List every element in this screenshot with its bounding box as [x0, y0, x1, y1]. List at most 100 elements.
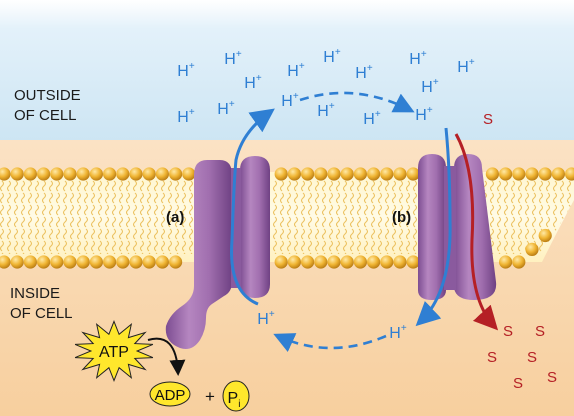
phospholipid-head [129, 255, 143, 269]
proton-ion-label: H+ [177, 61, 195, 80]
proton-ion-label: H+ [224, 49, 242, 68]
proton-ion-label: H+ [415, 105, 433, 124]
proton-symbol: H [244, 75, 256, 92]
phospholipid-head [301, 167, 315, 181]
phospholipid-head [182, 167, 196, 181]
proton-symbol: H [281, 93, 293, 110]
proton-ion-label: H+ [355, 63, 373, 82]
proton-ion-label: H+ [421, 77, 439, 96]
proton-charge: + [236, 49, 242, 60]
proton-symbol: H [363, 111, 375, 128]
symporter-proton-influx-arrow [415, 127, 452, 327]
proton-charge: + [329, 101, 335, 112]
solute-label: S [513, 375, 523, 392]
phospholipid-head [155, 167, 169, 181]
proton-symbol: H [323, 49, 335, 66]
symporter-b [418, 154, 497, 300]
proton-ion-label: H+ [287, 61, 305, 80]
adp-label: ADP [155, 387, 186, 404]
plus-sign: + [205, 387, 215, 406]
phosphate-subscript: i [238, 399, 240, 410]
phospholipid-head [340, 167, 354, 181]
phospholipid-head [525, 167, 539, 181]
phosphate-label: Pi [228, 390, 241, 410]
phospholipid-head [274, 167, 288, 181]
phospholipid-head [367, 255, 381, 269]
proton-charge: + [375, 109, 381, 120]
phospholipid-head [169, 167, 183, 181]
proton-ion-label: H+ [257, 309, 275, 328]
solute-label: S [547, 369, 557, 386]
proton-charge: + [269, 309, 275, 320]
solute-label: S [503, 323, 513, 340]
proton-symbol: H [389, 325, 401, 342]
adp-oval [149, 381, 191, 407]
outside-label-line1: OUTSIDE [14, 87, 81, 104]
phospholipid-head [0, 167, 11, 181]
phospholipid-head [169, 255, 183, 269]
proton-charge: + [256, 73, 262, 84]
phospholipid-head [37, 255, 51, 269]
phospholipid-head [327, 167, 341, 181]
phospholipid-head [129, 167, 143, 181]
proton-symbol: H [177, 63, 189, 80]
atp-burst [74, 320, 154, 382]
proton-charge: + [367, 63, 373, 74]
solute-label: S [487, 349, 497, 366]
phospholipid-head [301, 255, 315, 269]
proton-symbol: H [257, 311, 269, 328]
proton-flow-arrows [230, 91, 452, 352]
proton-symbol: H [355, 65, 367, 82]
phospholipid-head [499, 167, 513, 181]
proton-ion-label: H+ [317, 101, 335, 120]
proton-charge: + [427, 105, 433, 116]
proton-ion-label: H+ [217, 99, 235, 118]
phospholipid-head [142, 167, 156, 181]
proton-ion-label: H+ [363, 109, 381, 128]
phospholipid-head [103, 167, 117, 181]
phospholipid-head [10, 167, 24, 181]
outside-label-line2: OF CELL [14, 107, 77, 124]
pump-a-efflux-arrow [230, 108, 275, 306]
phospholipid-head [63, 167, 77, 181]
inner-leaflet-heads [0, 228, 552, 269]
inside-label-line2: OF CELL [10, 305, 73, 322]
phospholipid-head [50, 167, 64, 181]
phospholipid-head [538, 228, 552, 243]
phospholipid-head [89, 167, 103, 181]
phospholipid-head [287, 255, 301, 269]
proton-symbol: H [409, 51, 421, 68]
phospholipid-head [76, 167, 90, 181]
phospholipid-head [512, 167, 526, 181]
proton-charge: + [433, 77, 439, 88]
proton-ions: H+H+H+H+H+H+H+H+H+H+H+H+H+H+H+H+H+ [177, 47, 475, 342]
phospholipid-head [10, 255, 24, 269]
phospholipid-head [274, 255, 288, 269]
phospholipid-head [23, 255, 37, 269]
phospholipid-head [353, 255, 367, 269]
solute-influx-arrow [454, 133, 499, 331]
proton-charge: + [335, 47, 341, 58]
phospholipid-head [406, 167, 420, 181]
proton-charge: + [401, 323, 407, 334]
atp-label: ATP [99, 344, 129, 361]
phospholipid-head [499, 255, 513, 269]
proton-symbol: H [457, 59, 469, 76]
proton-pump-a [165, 156, 270, 349]
proton-symbol: H [287, 63, 299, 80]
proton-charge: + [469, 57, 475, 68]
phospholipid-head [340, 255, 354, 269]
phospholipid-head [367, 167, 381, 181]
extracellular-region [0, 0, 574, 160]
phospholipid-head [380, 167, 394, 181]
proton-ion-label: H+ [457, 57, 475, 76]
proton-ion-label: H+ [244, 73, 262, 92]
phospholipid-head [63, 255, 77, 269]
phospholipid-head [76, 255, 90, 269]
phospholipid-head [116, 167, 130, 181]
phospholipid-head [23, 167, 37, 181]
outer-leaflet-heads [0, 167, 574, 181]
solute-label: S [527, 349, 537, 366]
phospholipid-head [353, 167, 367, 181]
